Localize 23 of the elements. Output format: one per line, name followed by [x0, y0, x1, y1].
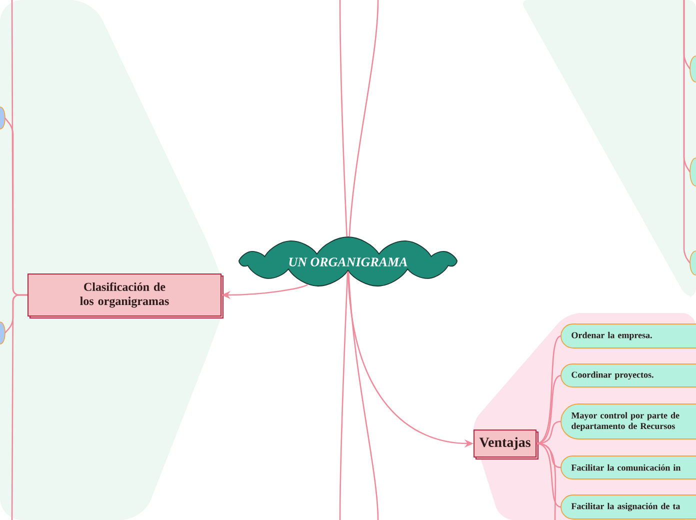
connector-line	[536, 442, 556, 520]
connector-line	[536, 374, 562, 444]
rounded-box: Facilitar la asignación de ta	[560, 494, 696, 520]
rounded-box: Coordinar proyectos.	[560, 364, 696, 388]
rounded-box: Ordenar la empresa.	[560, 324, 696, 348]
rounded-box: Facilitar la comunicación in	[560, 456, 696, 480]
connector-line	[348, 272, 379, 520]
topic-box: Ventajas	[474, 430, 538, 460]
rounded-box: Mayor control por parte de departamento de Recursos	[560, 404, 696, 440]
connector-line	[683, 0, 691, 264]
connector-line	[536, 420, 562, 444]
connector-line	[339, 272, 348, 520]
connector-line	[536, 442, 562, 508]
topic-box: Clasificación de los organigramas	[28, 274, 224, 318]
connector-line	[348, 0, 379, 237]
shaded-region	[0, 0, 224, 520]
half-circle	[690, 158, 696, 186]
half-circle	[690, 56, 696, 82]
connector-line	[11, 294, 28, 520]
connector-line	[536, 335, 562, 444]
half-circle	[690, 250, 696, 276]
connector-line	[339, 0, 348, 237]
shaded-region	[523, 0, 696, 297]
